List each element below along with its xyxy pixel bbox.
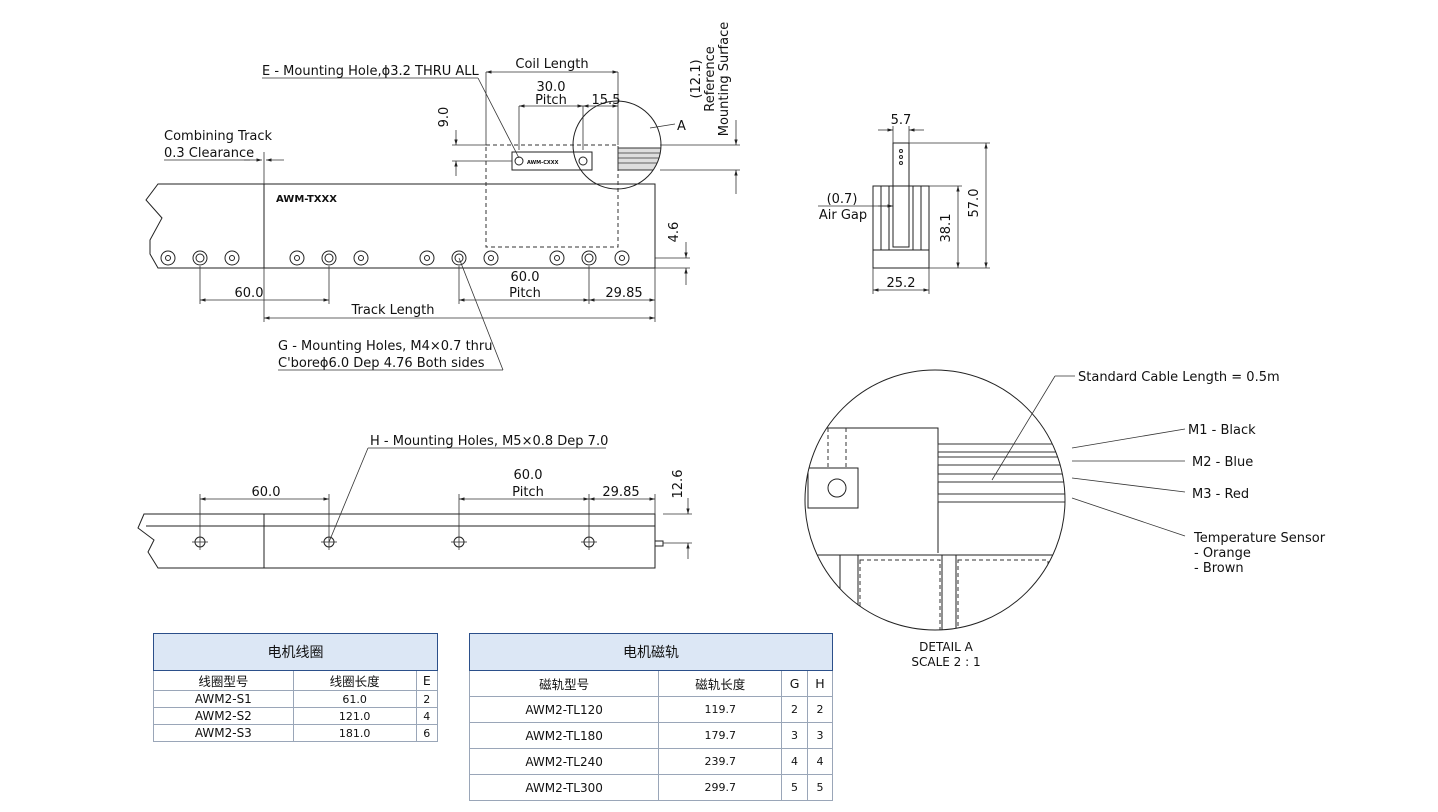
dim-12-6: 12.6 (671, 470, 686, 499)
track-model-label: AWM-TXXX (276, 194, 337, 205)
table-row: AWM2-S2 121.0 4 (153, 707, 439, 725)
coil-table: 电机线圈 线圈型号 线圈长度 E AWM2-S1 61.0 2 AWM2-S2 … (153, 633, 439, 742)
h-dim-60-left: 60.0 (252, 485, 281, 500)
table-row: AWM2-TL120 119.7 2 2 (468, 696, 834, 723)
dim-9-0: 9.0 (437, 107, 452, 128)
detail-a-title: DETAIL A (919, 640, 973, 654)
track-table: 电机磁轨 磁轨型号 磁轨长度 G H AWM2-TL120 119.7 2 2 … (468, 633, 834, 801)
coil-length-cell: 181.0 (292, 724, 417, 742)
table-row: AWM2-TL300 299.7 5 5 (468, 774, 834, 801)
h-dim-60-pitch-word: Pitch (512, 485, 544, 500)
top-view: A AWM-TXXX AWM-CXXX Coil Length 30.0 Pit… (145, 22, 740, 371)
side-38-1: 38.1 (939, 214, 954, 243)
track-length-cell: 119.7 (658, 696, 783, 723)
track-length-label: Track Length (351, 303, 435, 318)
h-holes (192, 534, 597, 550)
track-side-view: 60.0 60.0 Pitch 29.85 12.6 H - Mounting … (137, 434, 692, 569)
g-holes-line-1: G - Mounting Holes, M4×0.7 thru (278, 339, 493, 354)
dim-60-left: 60.0 (235, 286, 264, 301)
track-header-h: H (806, 670, 834, 697)
dim-4-6: 4.6 (667, 222, 682, 243)
track-g-cell: 4 (781, 748, 808, 775)
dim-15-5: 15.5 (592, 93, 621, 108)
track-h-cell: 2 (806, 696, 834, 723)
reference-label: Reference (703, 46, 718, 111)
h-dim-29-85: 29.85 (602, 485, 639, 500)
m3-label: M3 - Red (1192, 487, 1249, 502)
coil-length-label: Coil Length (515, 57, 588, 72)
track-g-cell: 3 (781, 722, 808, 749)
ref-12-1: (12.1) (689, 59, 704, 98)
track-g-cell: 5 (781, 774, 808, 801)
side-57-0: 57.0 (967, 189, 982, 218)
track-model-cell: AWM2-TL300 (468, 774, 660, 801)
dim-60-pitch-value: 60.0 (511, 270, 540, 285)
coil-e-cell: 6 (415, 724, 439, 742)
detail-a-scale: SCALE 2 : 1 (911, 655, 980, 669)
coil-model-cell: AWM2-S1 (153, 690, 294, 708)
track-model-cell: AWM2-TL240 (468, 748, 660, 775)
coil-model-cell: AWM2-S2 (153, 707, 294, 725)
table-row: AWM2-TL180 179.7 3 3 (468, 722, 834, 749)
coil-header-length: 线圈长度 (292, 670, 417, 691)
table-row: AWM2-S1 61.0 2 (153, 690, 439, 708)
table-row: AWM2-S3 181.0 6 (153, 724, 439, 742)
coil-hole (514, 156, 524, 166)
cable-length-label: Standard Cable Length = 0.5m (1078, 370, 1280, 385)
pitch-30-word: Pitch (535, 93, 567, 108)
temp-sensor-label: Temperature Sensor (1193, 531, 1326, 546)
coil-table-title: 电机线圈 (153, 633, 438, 671)
dim-60-pitch-word: Pitch (509, 286, 541, 301)
track-length-cell: 239.7 (658, 748, 783, 775)
coil-header-model: 线圈型号 (153, 670, 294, 691)
track-model-cell: AWM2-TL120 (468, 696, 660, 723)
m1-label: M1 - Black (1188, 423, 1256, 438)
side-5-7: 5.7 (891, 113, 912, 128)
track-g-cell: 2 (781, 696, 808, 723)
coil-length-cell: 61.0 (292, 690, 417, 708)
coil-e-cell: 4 (415, 707, 439, 725)
h-dim-60-pitch-value: 60.0 (514, 468, 543, 483)
mounting-hole-e-label: E - Mounting Hole,ϕ3.2 THRU ALL (262, 64, 480, 79)
track-outline (145, 183, 656, 269)
coil-e-cell: 2 (415, 690, 439, 708)
track-header-model: 磁轨型号 (468, 670, 660, 697)
h-holes-label: H - Mounting Holes, M5×0.8 Dep 7.0 (370, 434, 608, 449)
clearance-label: 0.3 Clearance (164, 146, 254, 161)
mounting-surface-label: Mounting Surface (717, 22, 732, 137)
coil-length-cell: 121.0 (292, 707, 417, 725)
detail-a-view: Standard Cable Length = 0.5m M1 - Black … (804, 369, 1326, 669)
pitch-30-value: 30.0 (537, 80, 566, 95)
coil-model-label: AWM-CXXX (527, 160, 559, 166)
track-model-cell: AWM2-TL180 (468, 722, 660, 749)
coil-hole (578, 156, 588, 166)
orange-label: - Orange (1194, 546, 1251, 561)
track-h-cell: 3 (806, 722, 834, 749)
m2-label: M2 - Blue (1192, 455, 1253, 470)
track-header-g: G (781, 670, 808, 697)
detail-a-marker: A (677, 119, 686, 134)
g-holes-line-2: C'boreϕ6.0 Dep 4.76 Both sides (278, 356, 485, 371)
coil-model-cell: AWM2-S3 (153, 724, 294, 742)
coil-dashed-outline (485, 144, 619, 248)
end-view: 5.7 (0.7) Air Gap 38.1 57.0 25.2 (818, 113, 990, 294)
track-h-cell: 5 (806, 774, 834, 801)
brown-label: - Brown (1194, 561, 1244, 576)
dim-29-85: 29.85 (605, 286, 642, 301)
track-length-cell: 179.7 (658, 722, 783, 749)
coil-header-e: E (415, 670, 439, 691)
side-25-2: 25.2 (887, 276, 916, 291)
track-header-length: 磁轨长度 (658, 670, 783, 697)
track-table-title: 电机磁轨 (469, 633, 833, 671)
track-holes (160, 250, 630, 266)
air-gap-label: Air Gap (819, 208, 867, 223)
air-gap-value: (0.7) (827, 192, 858, 207)
table-row: AWM2-TL240 239.7 4 4 (468, 748, 834, 775)
track-h-cell: 4 (806, 748, 834, 775)
combining-track-label: Combining Track (164, 129, 273, 144)
track-length-cell: 299.7 (658, 774, 783, 801)
